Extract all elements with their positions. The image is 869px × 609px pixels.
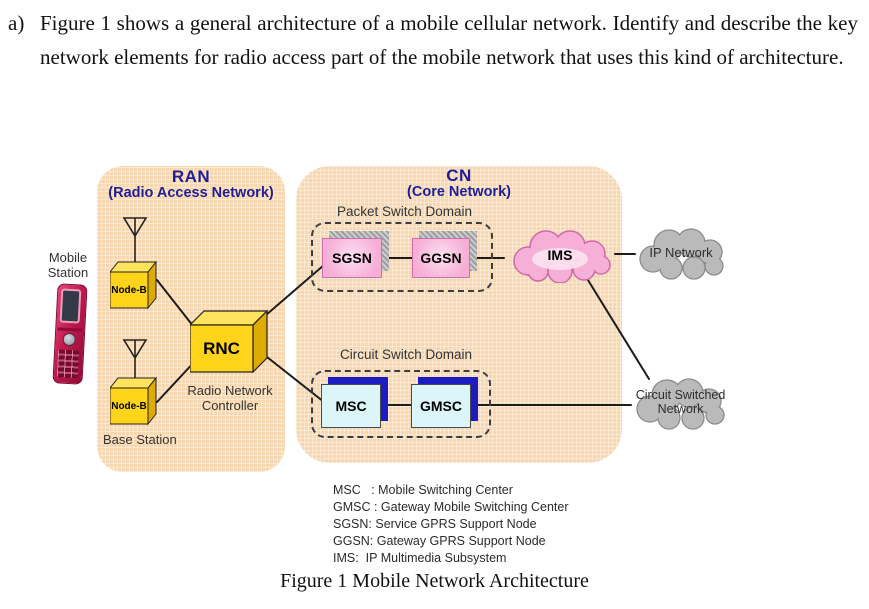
- legend-line-msc: MSC : Mobile Switching Center: [333, 483, 513, 497]
- question-label: a): [8, 11, 25, 35]
- phone-screen: [59, 288, 82, 324]
- figure-caption: Figure 1 Mobile Network Architecture: [280, 570, 589, 592]
- legend-line-ggsn: GGSN: Gateway GPRS Support Node: [333, 534, 546, 548]
- legend-line-sgsn: SGSN: Service GPRS Support Node: [333, 517, 537, 531]
- node-b-top-shape: [108, 260, 158, 310]
- packet-switch-domain-label: Packet Switch Domain: [337, 204, 473, 219]
- ims-label: IMS: [547, 247, 573, 263]
- ggsn-box: GGSN: [412, 238, 470, 278]
- phone-keypad: [56, 349, 80, 379]
- mobile-station-label: Mobile Station: [47, 250, 89, 280]
- circuit-switched-network-cloud: [636, 378, 725, 430]
- legend-block: MSC : Mobile Switching Center GMSC : Gat…: [333, 482, 569, 567]
- node-b-top-label: Node-B: [111, 284, 147, 296]
- ran-title: RAN: [171, 167, 211, 186]
- legend-line-ims: IMS: IP Multimedia Subsystem: [333, 551, 507, 565]
- antenna-icon-top: [122, 217, 148, 264]
- cn-subtitle: (Core Network): [407, 184, 511, 200]
- mobile-phone-image: [52, 283, 88, 385]
- gmsc-box: GMSC: [411, 384, 471, 428]
- question-block: a) Figure 1 shows a general architecture…: [8, 6, 858, 74]
- node-b-bottom-box: Node-B: [108, 376, 158, 426]
- ran-subtitle: (Radio Access Network): [108, 185, 274, 201]
- cn-title-block: CN (Core Network): [296, 166, 622, 200]
- sgsn-box: SGSN: [322, 238, 382, 278]
- circuit-switched-network-label: Circuit Switched Network: [635, 388, 726, 416]
- legend-line-gmsc: GMSC : Gateway Mobile Switching Center: [333, 500, 569, 514]
- rnc-label: RNC: [203, 338, 240, 358]
- ip-network-cloud: [639, 228, 724, 280]
- cn-title: CN: [446, 166, 472, 185]
- rnc-caption: Radio Network Controller: [187, 383, 273, 413]
- circuit-switch-domain-label: Circuit Switch Domain: [340, 347, 473, 362]
- node-b-bottom-label: Node-B: [111, 400, 147, 412]
- ran-title-block: RAN (Radio Access Network): [97, 167, 285, 201]
- ip-network-label: IP Network: [649, 244, 713, 260]
- msc-box: MSC: [321, 384, 381, 428]
- rnc-box: RNC: [188, 309, 270, 374]
- rnc-shape: [188, 309, 269, 374]
- base-station-label: Base Station: [103, 432, 177, 447]
- node-b-top-box: Node-B: [108, 260, 158, 310]
- question-text: Figure 1 shows a general architecture of…: [40, 11, 858, 70]
